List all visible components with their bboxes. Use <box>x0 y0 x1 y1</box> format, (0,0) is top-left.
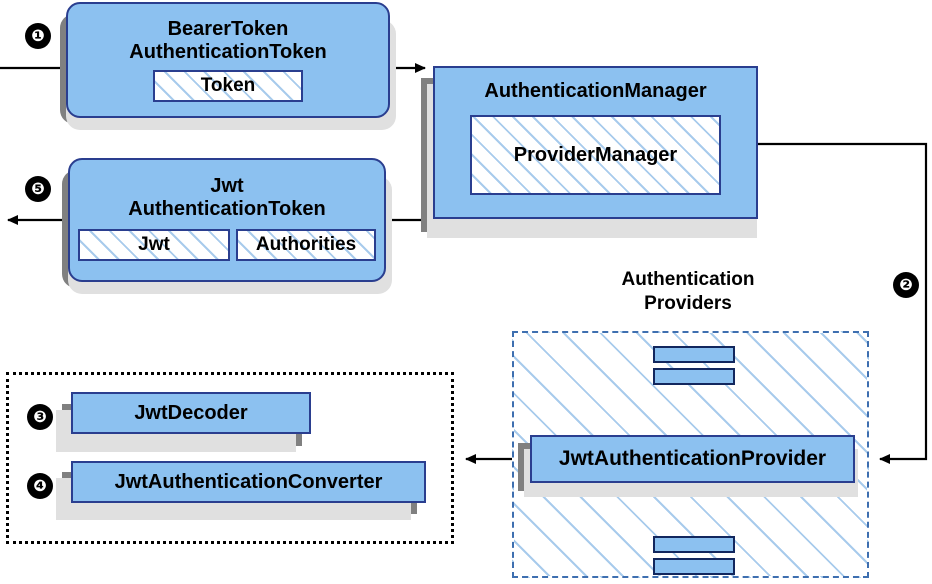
provider-placeholder-bar-top-2 <box>653 368 735 385</box>
provider-placeholder-bar-bottom-2 <box>653 558 735 575</box>
jwt-token-inner-jwt: Jwt <box>78 229 230 261</box>
node-jwt-decoder[interactable]: JwtDecoder <box>71 392 311 434</box>
step-marker-3: ❸ <box>27 404 53 430</box>
step-marker-1: ❶ <box>25 23 51 49</box>
step-marker-4: ❹ <box>27 473 53 499</box>
jwt-token-title: Jwt AuthenticationToken <box>128 175 326 220</box>
authentication-providers-caption: Authentication Providers <box>621 269 755 314</box>
node-jwt-authentication-provider[interactable]: JwtAuthenticationProvider <box>530 435 855 483</box>
support-components-region <box>6 372 454 544</box>
step-marker-2: ❷ <box>893 272 919 298</box>
step-marker-5: ❺ <box>25 176 51 202</box>
node-bearer-token-authentication-token[interactable]: BearerToken AuthenticationToken Token <box>66 2 390 118</box>
node-jwt-authentication-converter[interactable]: JwtAuthenticationConverter <box>71 461 426 503</box>
provider-placeholder-bar-bottom-1 <box>653 536 735 553</box>
jwt-token-inner-authorities: Authorities <box>236 229 376 261</box>
authentication-manager-inner-provider-manager: ProviderManager <box>470 115 721 195</box>
provider-placeholder-bar-top-1 <box>653 346 735 363</box>
node-jwt-authentication-token[interactable]: Jwt AuthenticationToken Jwt Authorities <box>68 158 386 282</box>
bearer-token-title: BearerToken AuthenticationToken <box>129 18 327 63</box>
node-authentication-manager[interactable]: AuthenticationManager ProviderManager <box>433 66 758 219</box>
authentication-manager-title: AuthenticationManager <box>484 80 707 102</box>
bearer-token-inner-token: Token <box>153 70 303 102</box>
